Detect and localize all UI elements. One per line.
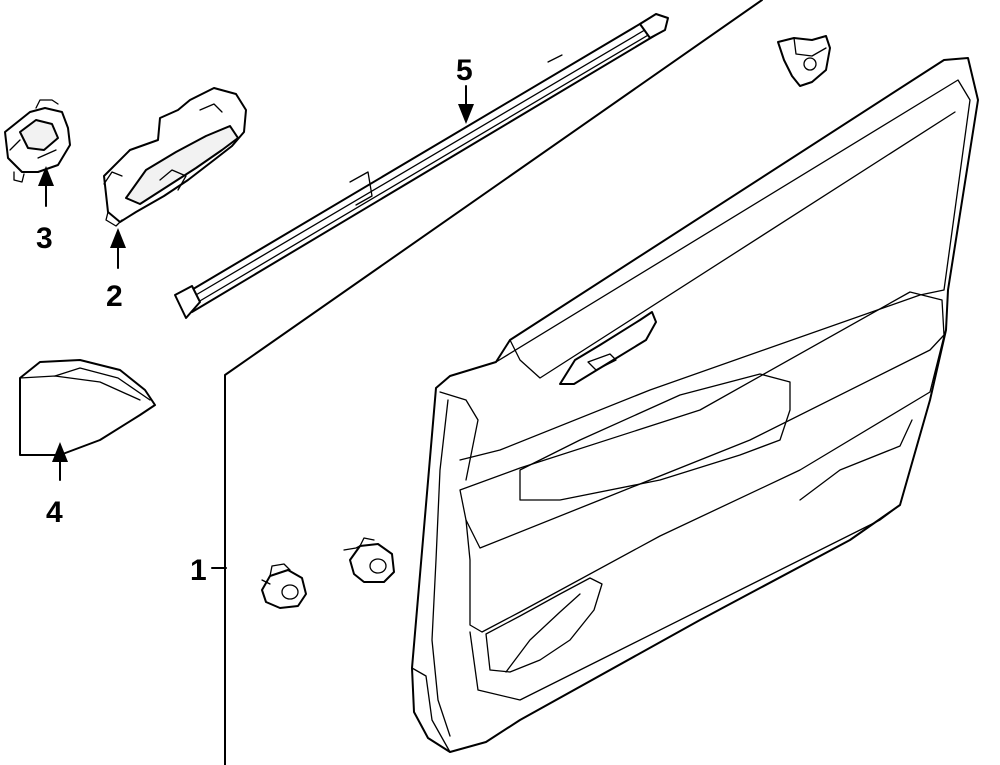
- callout-labels: 5 3 2 4 1: [36, 54, 473, 587]
- callout-4: 4: [46, 496, 63, 529]
- push-clip-right: [343, 537, 395, 583]
- retainer-clip-top: [777, 35, 831, 87]
- trim-cover-part: [19, 359, 156, 456]
- callout-3: 3: [36, 222, 53, 255]
- leader-lines: [38, 85, 474, 569]
- callout-1: 1: [190, 554, 207, 587]
- window-switch-part: [4, 99, 71, 183]
- inside-handle-part: [103, 87, 247, 227]
- belt-weatherstrip-part: [174, 13, 669, 319]
- door-trim-panel-part: [411, 57, 979, 753]
- assembly-frame: [224, 0, 763, 765]
- callout-2: 2: [106, 280, 123, 313]
- push-clip-left: [261, 563, 307, 609]
- callout-5: 5: [456, 54, 473, 87]
